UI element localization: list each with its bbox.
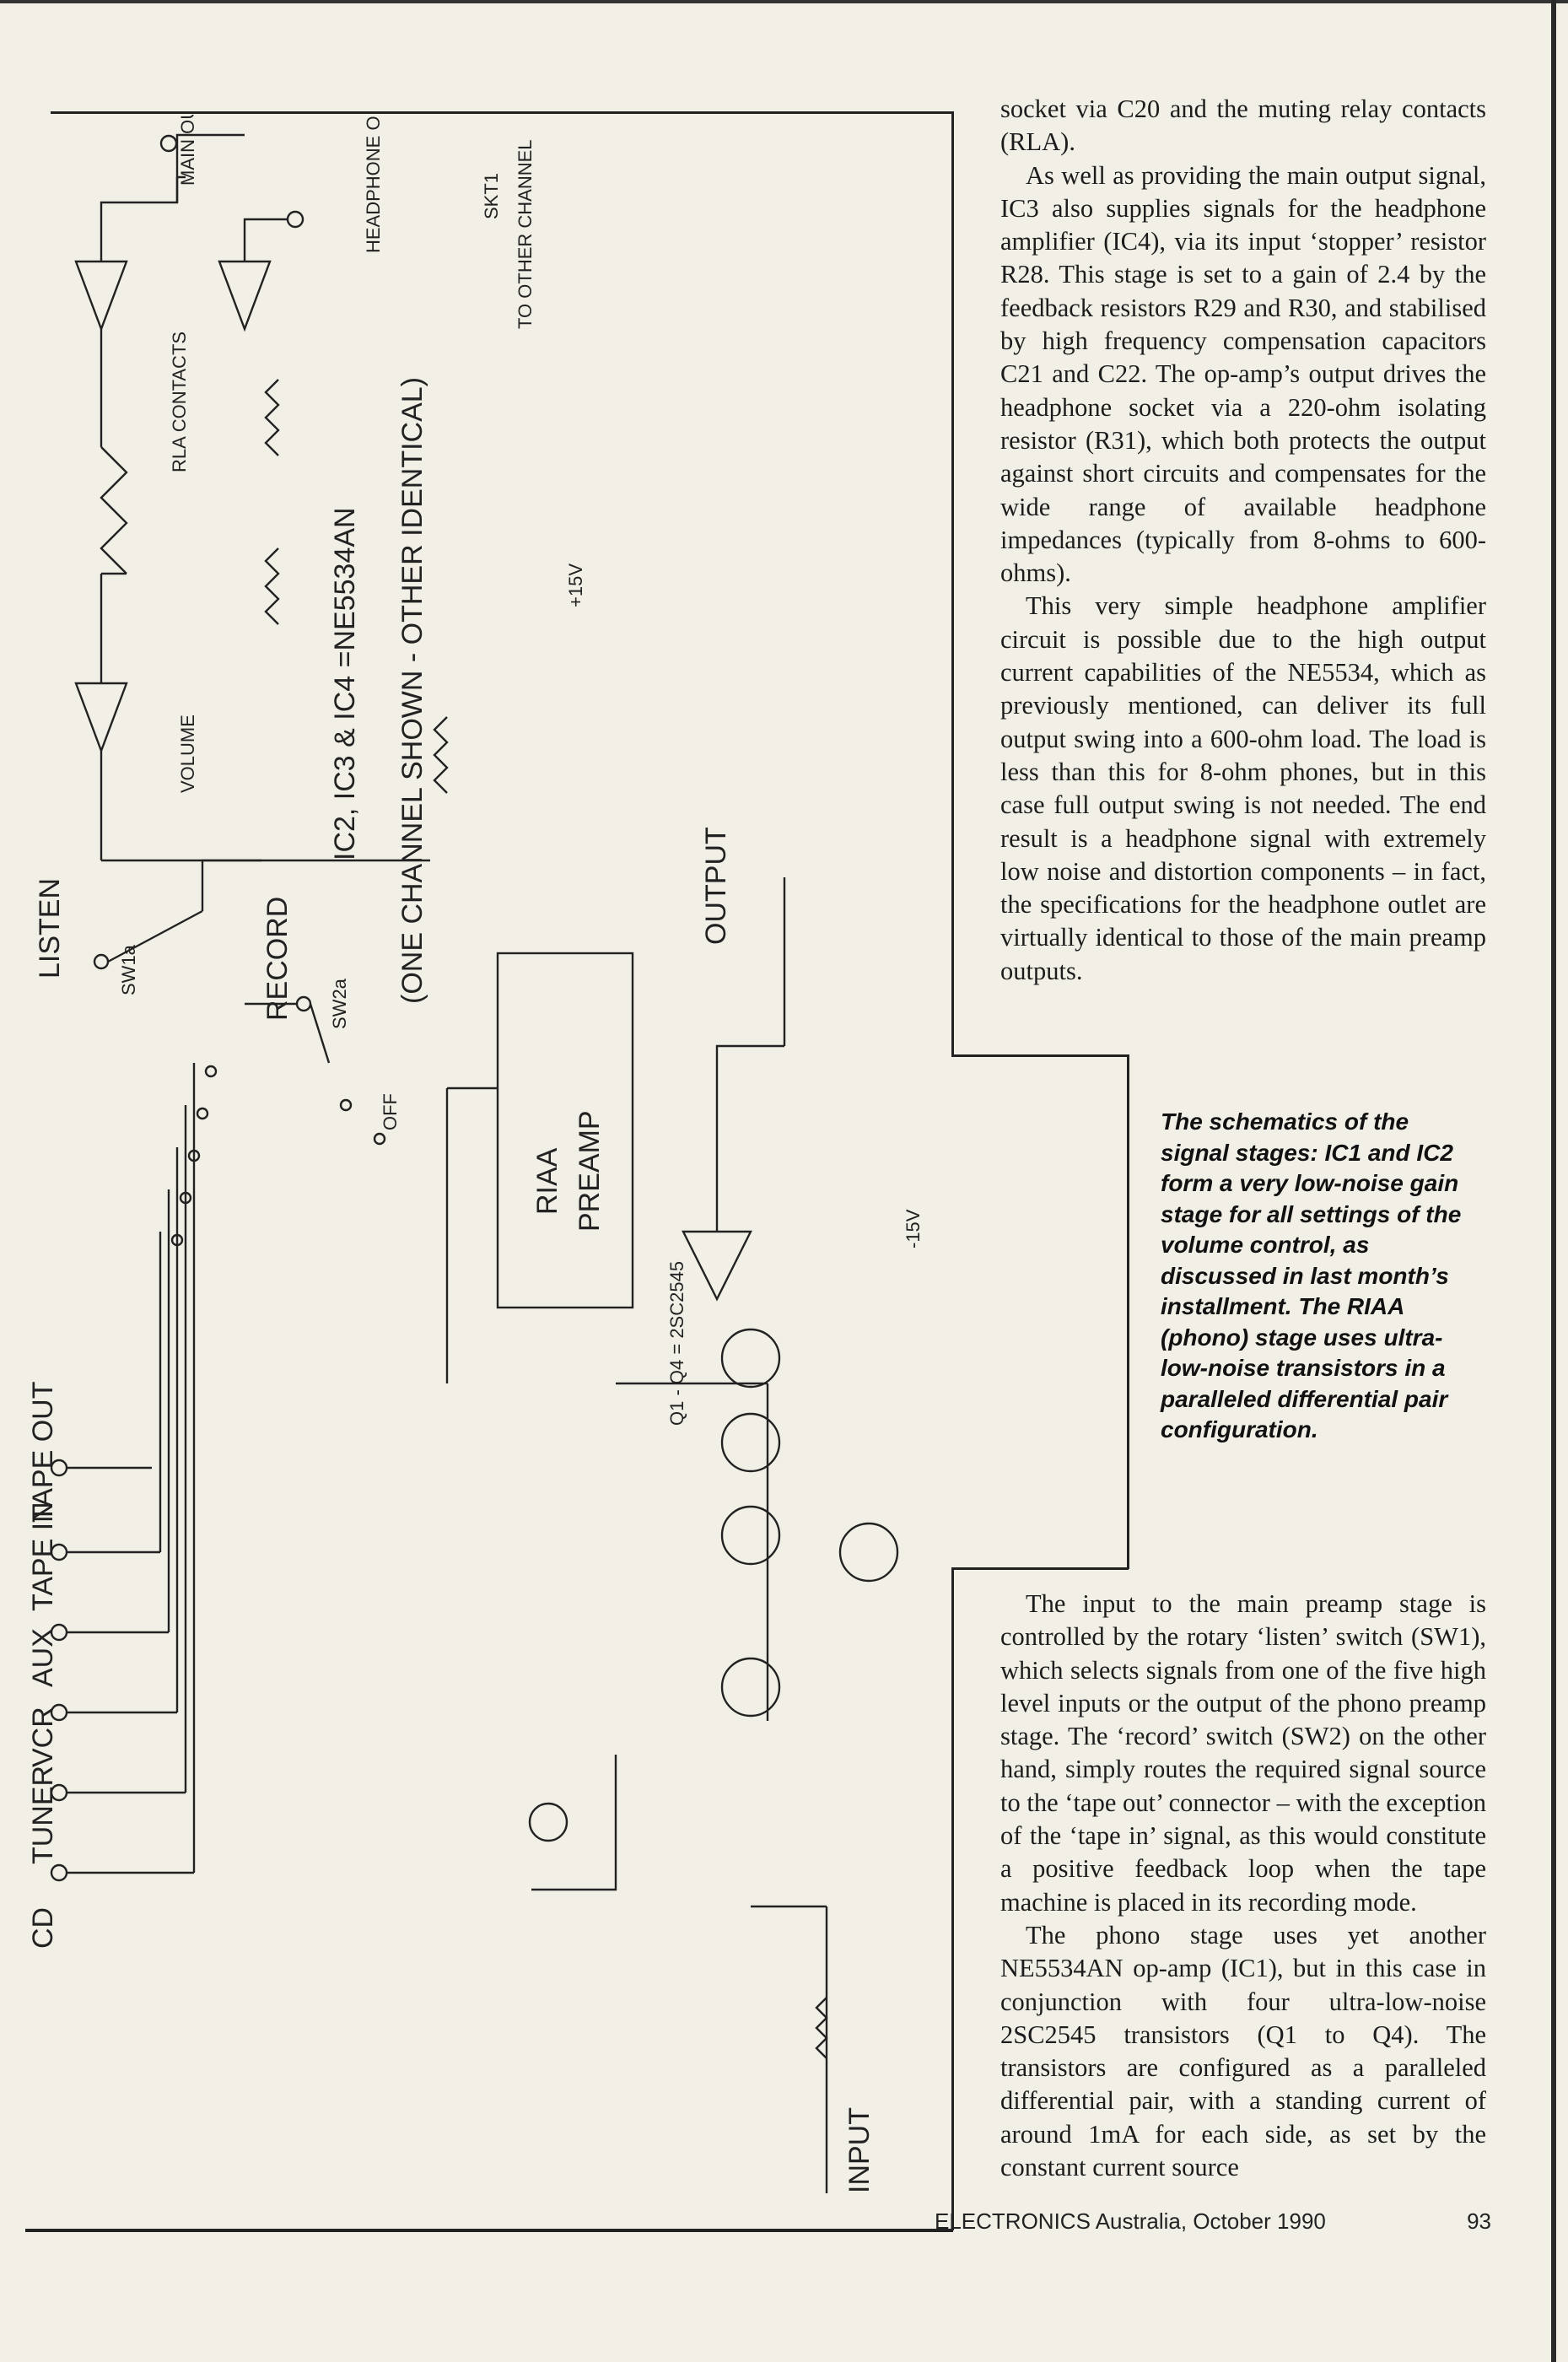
q5-transistor [838,1522,899,1583]
schematic-border [951,1567,1129,1570]
plus15v-label: +15V [565,564,586,607]
riaa-label-2: PREAMP [574,1110,606,1232]
input-label-tape-out: TAPE OUT [27,1382,59,1523]
input-label-aux: AUX [27,1628,59,1687]
q2-transistor [720,1328,781,1389]
schematic-border [51,111,953,114]
schematic-border [25,2229,953,2232]
input-label: INPUT [843,2107,876,2193]
paragraph: This very simple headphone amplifier cir… [1000,591,1486,985]
listen-label: LISTEN [34,878,66,979]
figure-caption: The schematics of the signal stages: IC1… [1161,1108,1462,1443]
riaa-box [496,952,634,1309]
input-label-tuner: TUNER [27,1766,59,1864]
phono-input-trace [751,1905,828,2193]
schematic-border [951,1567,954,2230]
schematic-figure: CD TUNER VCR AUX TAPE IN TAPE OUT LISTEN… [25,54,951,2227]
transistor-note: Q1 - Q4 = 2SC2545 [666,1261,687,1426]
article-column-upper: socket via C20 and the muting relay cont… [1000,93,1486,988]
ic1-symbol [682,1230,752,1302]
input-label-tape-in: TAPE IN [27,1502,59,1611]
record-switch-id: SW2a [329,978,350,1029]
schematic-border [1127,1054,1129,1569]
schematic-border [951,1054,1129,1057]
riaa-label-1: RIAA [531,1147,563,1215]
publication-name: ELECTRONICS Australia, October 1990 [935,2208,1326,2234]
q1-transistor [720,1657,781,1718]
ic4-symbol [218,260,272,332]
off-label: OFF [380,1093,401,1130]
paragraph: socket via C20 and the muting relay cont… [1000,94,1486,157]
paragraph: The phono stage uses yet another NE5534A… [1000,1920,1486,2182]
input-label-vcr: VCR [27,1707,59,1767]
main-output-label: MAIN OUTPUT [177,115,198,186]
paragraph: As well as providing the main output sig… [1000,160,1486,588]
main-output-socket [159,134,178,153]
page-number: 93 [1467,2208,1491,2234]
l1-coil [815,1997,828,2059]
output-label: OUTPUT [700,827,732,945]
phono-trace [616,1382,769,1721]
zener-trace [531,1755,617,1891]
main-signal-trace [100,751,261,862]
input-connectors [50,1063,196,1882]
volume-label: VOLUME [177,715,198,793]
record-switch [245,995,386,1146]
paragraph: The input to the main preamp stage is co… [1000,1589,1486,1917]
page-edge [1551,0,1556,2362]
skt1-label: SKT1 [481,173,502,219]
page-footer: ELECTRONICS Australia, October 1990 93 [935,2208,1491,2235]
article-column-lower: The input to the main preamp stage is co… [1000,1588,1486,2184]
channel-note: (ONE CHANNEL SHOWN - OTHER IDENTICAL) [396,377,428,1004]
headphone-output-label: HEADPHONE OUTPUT [363,115,384,253]
top-rule [0,0,1568,3]
input-label-cd: CD [27,1907,59,1949]
headphone-socket [286,210,304,229]
q3-transistor [720,1505,781,1566]
minus15v-label: -15V [903,1209,924,1248]
ic3-symbol [74,260,128,332]
other-channel-label: TO OTHER CHANNEL [515,139,536,329]
zd1-zener [528,1802,568,1842]
ic-note: IC2, IC3 & IC4 =NE5534AN [329,507,361,860]
q4-transistor [720,1412,781,1473]
listen-switch-id: SW1a [118,944,139,995]
schematic-border [951,111,954,1056]
record-label: RECORD [261,897,294,1021]
rla-contacts-label: RLA CONTACTS [169,332,190,472]
ic2-symbol [74,682,128,754]
